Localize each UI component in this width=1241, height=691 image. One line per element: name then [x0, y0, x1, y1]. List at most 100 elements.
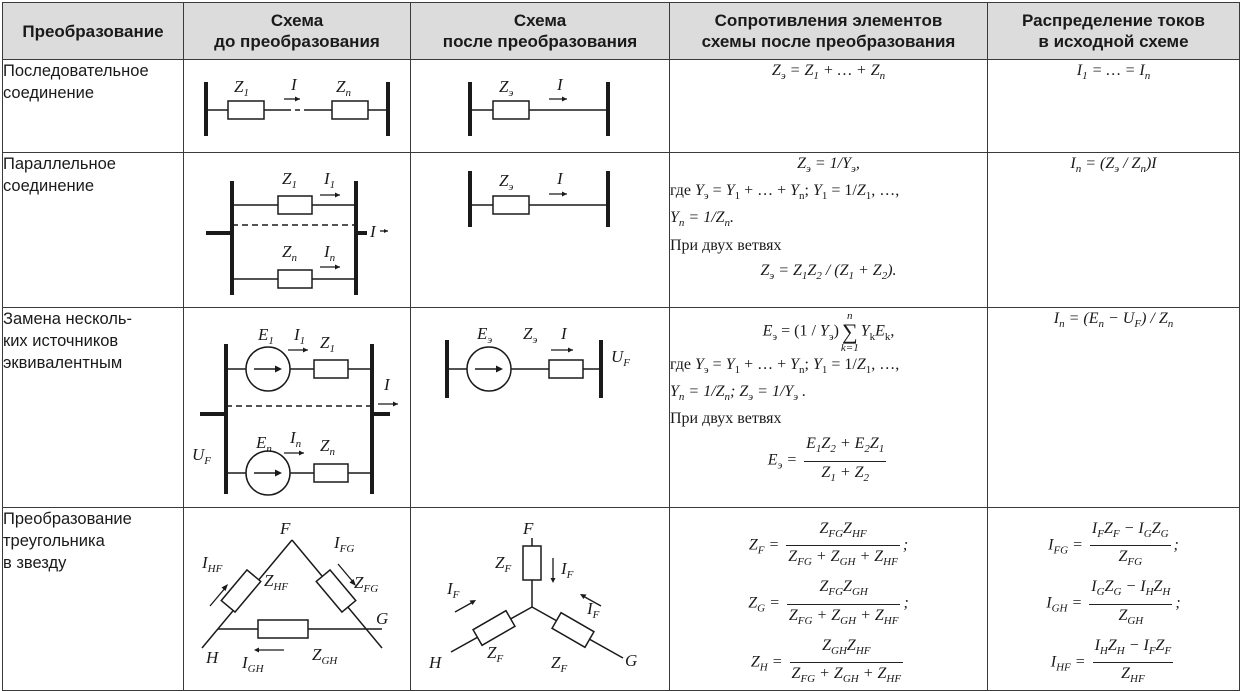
- label-i: I: [290, 75, 298, 94]
- label-z: Z1: [320, 333, 335, 355]
- label-i: I1: [293, 325, 305, 347]
- label-f: F: [279, 519, 291, 538]
- label-h: H: [428, 653, 443, 672]
- arrow-head: [562, 96, 567, 102]
- resistor-z1: [277, 195, 313, 215]
- label-g: G: [376, 609, 388, 628]
- arrow-head: [550, 578, 556, 583]
- formula-ze-two: Zэ = Z1Z2 / (Z1 + Z2).: [760, 261, 897, 282]
- label-zgh: ZGH: [312, 645, 338, 667]
- label-z: Z1: [282, 169, 297, 191]
- arrow-head: [275, 365, 282, 373]
- diagram-parallel-before: Z1 I1 Zn In I: [183, 152, 411, 308]
- label-e: E1: [257, 325, 274, 347]
- resistor-zfg: [315, 568, 357, 614]
- label-h: H: [205, 648, 220, 667]
- label-igh: IGH: [241, 653, 265, 675]
- resistor-ze: [492, 100, 530, 120]
- note-two-branches: При двух ветвях: [670, 410, 782, 428]
- arrow-current: [582, 595, 602, 607]
- resistance-series: Zэ = Z1 + … + Zn: [669, 59, 988, 153]
- label-i: I: [560, 324, 568, 343]
- resistor-ze: [492, 195, 530, 215]
- label-z: Zn: [282, 242, 297, 264]
- resistor-z1: [227, 100, 265, 120]
- formula-ze-sum: Zэ = Z1 + … + Zn: [771, 62, 886, 83]
- label-zfg: ZFG: [354, 573, 378, 595]
- arrow-head: [384, 229, 388, 233]
- label-i: I: [556, 75, 564, 94]
- resistor-zn: [277, 269, 313, 289]
- arrow-head: [568, 347, 573, 353]
- note-two-branches: При двух ветвях: [670, 236, 782, 254]
- label-z: Zэ: [499, 171, 513, 193]
- formula-in-sources: In = (En − UF) / Zn: [1053, 310, 1174, 331]
- label-g: G: [625, 651, 637, 670]
- arrow-head: [335, 264, 340, 270]
- label-z: Z1: [234, 77, 249, 99]
- diagram-sources-after: Eэ Zэ I UF: [410, 307, 670, 508]
- label-uf: UF: [611, 347, 630, 369]
- label-e: En: [255, 433, 272, 455]
- current-sources: In = (En − UF) / Zn: [987, 307, 1240, 508]
- label-zg: ZF: [551, 653, 567, 675]
- current-series: I1 = … = In: [987, 59, 1240, 153]
- arrow-head: [580, 594, 587, 599]
- current-parallel: In = (Zэ / Zn)I: [987, 152, 1240, 308]
- star-svg: F ZF IF IF ZF IF ZF H G: [428, 519, 637, 675]
- diagram-parallel-after: Zэ I: [410, 152, 670, 308]
- label-i: I: [369, 222, 377, 241]
- resistor-zf: [522, 545, 542, 581]
- arrow-current: [337, 563, 355, 584]
- resistor-zgh: [257, 619, 309, 639]
- formula-yn-ze: Yn = 1/Zn; Zэ = 1/Yэ .: [670, 383, 807, 404]
- header-text: Преобразование: [22, 21, 164, 41]
- arrow-head: [299, 450, 304, 456]
- formula-yn: Yn = 1/Zn.: [670, 209, 735, 230]
- arrow-head: [335, 192, 340, 198]
- label-i: I: [383, 375, 391, 394]
- label-uf: UF: [192, 445, 211, 467]
- formula-ze-inverse: Zэ = 1/Yэ,: [797, 155, 860, 176]
- parallel-before-svg: Z1 I1 Zn In I: [206, 169, 388, 295]
- arrow-head: [349, 579, 356, 586]
- formula-admittance-sum: где Yэ = Y1 + … + Yn; Y1 = 1/Z1, …,: [670, 356, 900, 377]
- arrow-head: [496, 365, 503, 373]
- resistor-zg: [551, 611, 595, 649]
- sources-after-svg: Eэ Zэ I UF: [445, 324, 630, 398]
- resistor-zn: [313, 463, 349, 483]
- label-zh: ZF: [487, 643, 503, 665]
- arrow-current: [454, 601, 474, 613]
- label-z: Zэ: [523, 324, 537, 346]
- resistor-zhf: [220, 568, 262, 614]
- label-f: F: [522, 519, 534, 538]
- diagram-series-after: Zэ I: [410, 59, 670, 153]
